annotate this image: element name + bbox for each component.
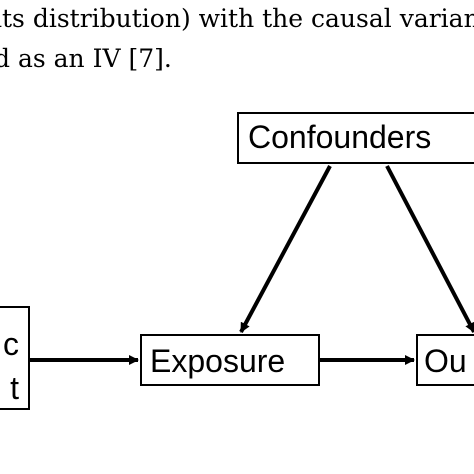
edge-confounders-to-outcome [385, 165, 474, 333]
node-confounders-label: Confounders [248, 119, 432, 155]
node-outcome-label: Ou [424, 343, 467, 379]
node-instrument-label-line2: t [10, 370, 19, 406]
node-instrument: c t [0, 306, 30, 410]
body-text-line-2: d as an IV [7]. [0, 44, 172, 73]
body-text-line-1: its distribution) with the causal varian [0, 4, 474, 33]
edge-confounders-to-exposure [239, 165, 332, 333]
node-instrument-label-line1: c [3, 326, 19, 362]
node-exposure: Exposure [140, 334, 320, 386]
node-confounders: Confounders [237, 112, 474, 164]
node-exposure-label: Exposure [150, 343, 286, 379]
node-outcome: Ou [416, 334, 474, 386]
